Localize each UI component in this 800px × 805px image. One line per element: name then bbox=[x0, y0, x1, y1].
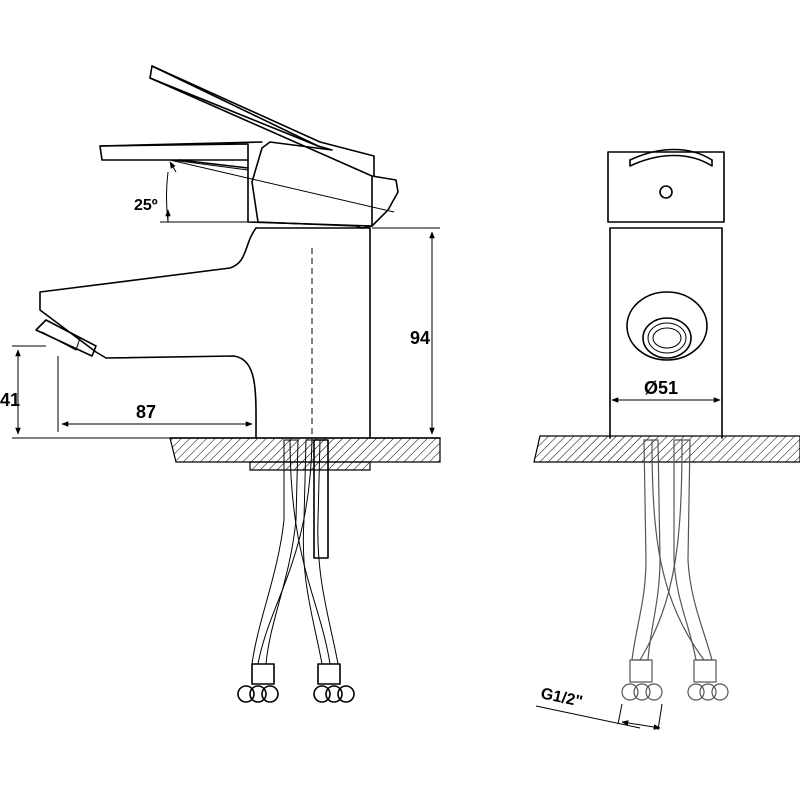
hose-right bbox=[302, 439, 339, 665]
front-fitting-left bbox=[621, 659, 663, 701]
front-view: Ø51 G1/2" bbox=[533, 148, 800, 731]
side-view: 25º 94 41 87 bbox=[0, 65, 441, 703]
lever-raised bbox=[149, 65, 399, 229]
faucet-body bbox=[255, 227, 371, 439]
front-indicator-hole bbox=[659, 185, 673, 199]
lever-closed bbox=[99, 143, 249, 161]
front-aerator bbox=[626, 291, 708, 361]
spout-reach-label: 87 bbox=[136, 402, 156, 422]
front-hose-left bbox=[631, 439, 661, 661]
lever-angle-label: 25º bbox=[134, 197, 158, 214]
hose-fitting-left bbox=[237, 663, 279, 703]
front-body bbox=[609, 227, 723, 439]
head-block bbox=[247, 159, 373, 227]
height-label: 94 bbox=[410, 328, 430, 348]
front-head bbox=[607, 151, 725, 223]
spout-height-label: 41 bbox=[0, 390, 20, 410]
front-countertop-section bbox=[533, 435, 800, 463]
countertop-section bbox=[169, 437, 441, 463]
spout bbox=[39, 227, 257, 439]
front-hose-right bbox=[673, 439, 713, 661]
thread-label: G1/2" bbox=[539, 685, 584, 710]
mounting-nut bbox=[249, 461, 371, 471]
hose-fitting-right bbox=[313, 663, 355, 703]
front-fitting-right bbox=[687, 659, 729, 701]
diameter-label: Ø51 bbox=[644, 378, 678, 398]
aerator bbox=[35, 319, 97, 357]
